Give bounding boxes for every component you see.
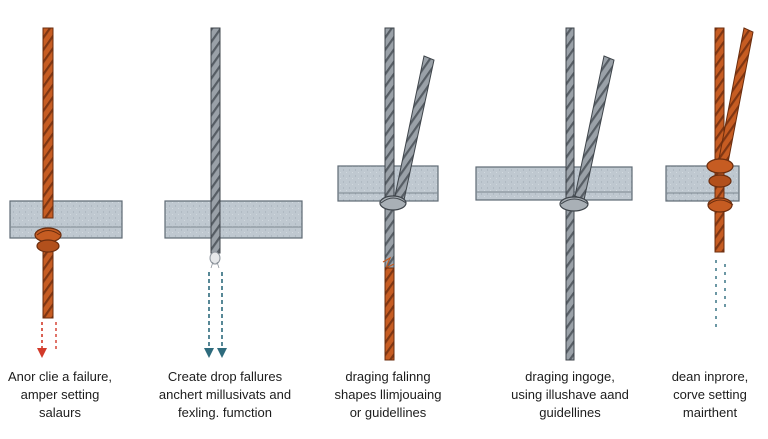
caption-line: guidellines — [539, 405, 601, 420]
dashed-fibers — [715, 260, 726, 332]
caption-line: using illushave aand — [511, 387, 629, 402]
caption-line: draging ingoge, — [525, 369, 615, 384]
knot — [559, 196, 589, 212]
break-mark — [382, 256, 395, 270]
caption-panel-1: Anor clie a failure, amper setting salau… — [0, 368, 120, 422]
panel-5 — [665, 27, 754, 332]
caption-panel-5: dean inprore, corve setting mairthent — [655, 368, 765, 422]
rope-lower — [42, 247, 54, 319]
rope — [210, 27, 221, 254]
caption-line: amper setting — [20, 387, 100, 402]
caption-line: Anor clie a failure, — [7, 369, 113, 384]
caption-panel-2: Create drop fallures anchert millusivats… — [150, 368, 300, 422]
panel-4 — [475, 27, 633, 361]
beam — [475, 166, 633, 201]
rope-vertical — [565, 27, 575, 361]
knot — [706, 158, 734, 213]
rope-lower-orange — [384, 267, 395, 361]
caption-line: fexling. fumction — [178, 405, 272, 420]
caption-line: Create drop fallures — [167, 369, 283, 384]
caption-panel-4: draging ingoge, using illushave aand gui… — [500, 368, 640, 422]
knot — [34, 227, 62, 253]
caption-line: draging falinng — [345, 369, 431, 384]
caption-panel-3: draging falinng shapes llimjouaing or gu… — [318, 368, 458, 422]
caption-line: anchert millusivats and — [158, 387, 292, 402]
panel-3 — [337, 27, 439, 361]
panel-1 — [9, 27, 123, 358]
failure-arrow — [37, 322, 57, 358]
frayed-end — [209, 251, 221, 269]
beam — [164, 200, 303, 239]
caption-line: corve setting — [673, 387, 747, 402]
caption-line: salaurs — [39, 405, 81, 420]
knot — [379, 195, 407, 211]
caption-line: dean inprore, — [671, 369, 749, 384]
beam — [9, 200, 123, 239]
panel-2 — [164, 27, 303, 358]
rope-vertical-gray — [384, 27, 395, 269]
rope-upper — [42, 27, 54, 219]
caption-line: mairthent — [682, 405, 738, 420]
drop-arrows — [204, 272, 227, 358]
caption-line: or guidellines — [349, 405, 427, 420]
caption-line: shapes llimjouaing — [334, 387, 442, 402]
